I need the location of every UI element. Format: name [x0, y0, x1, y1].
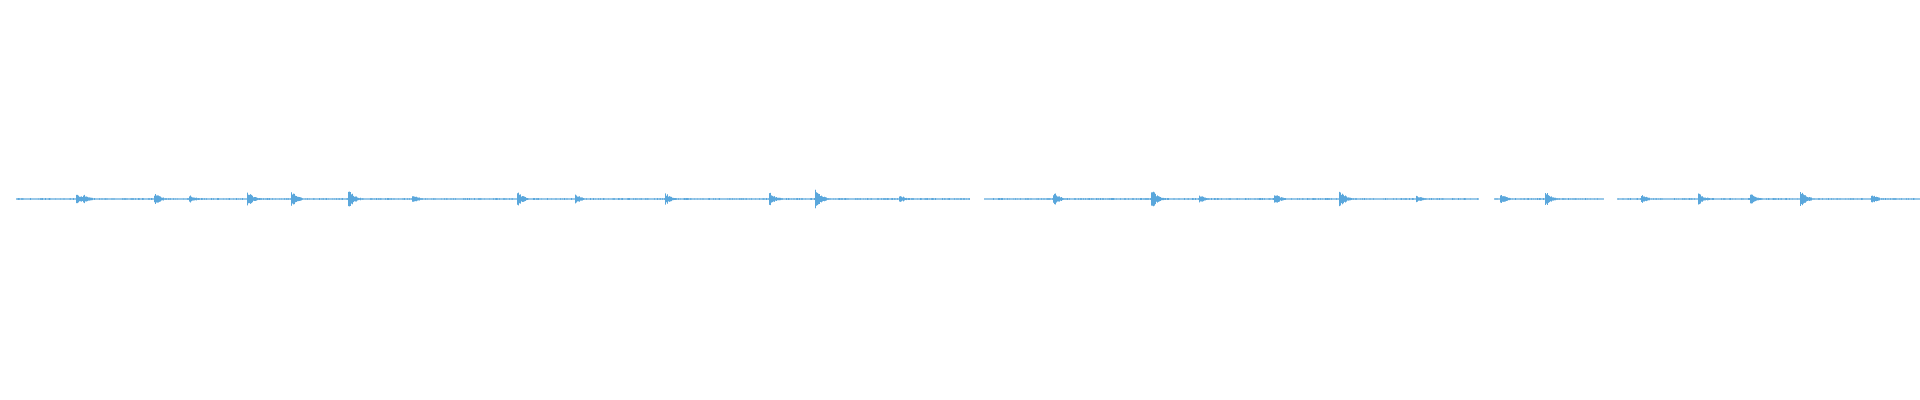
waveform-bars	[16, 189, 1920, 209]
waveform-signal	[16, 189, 1920, 209]
